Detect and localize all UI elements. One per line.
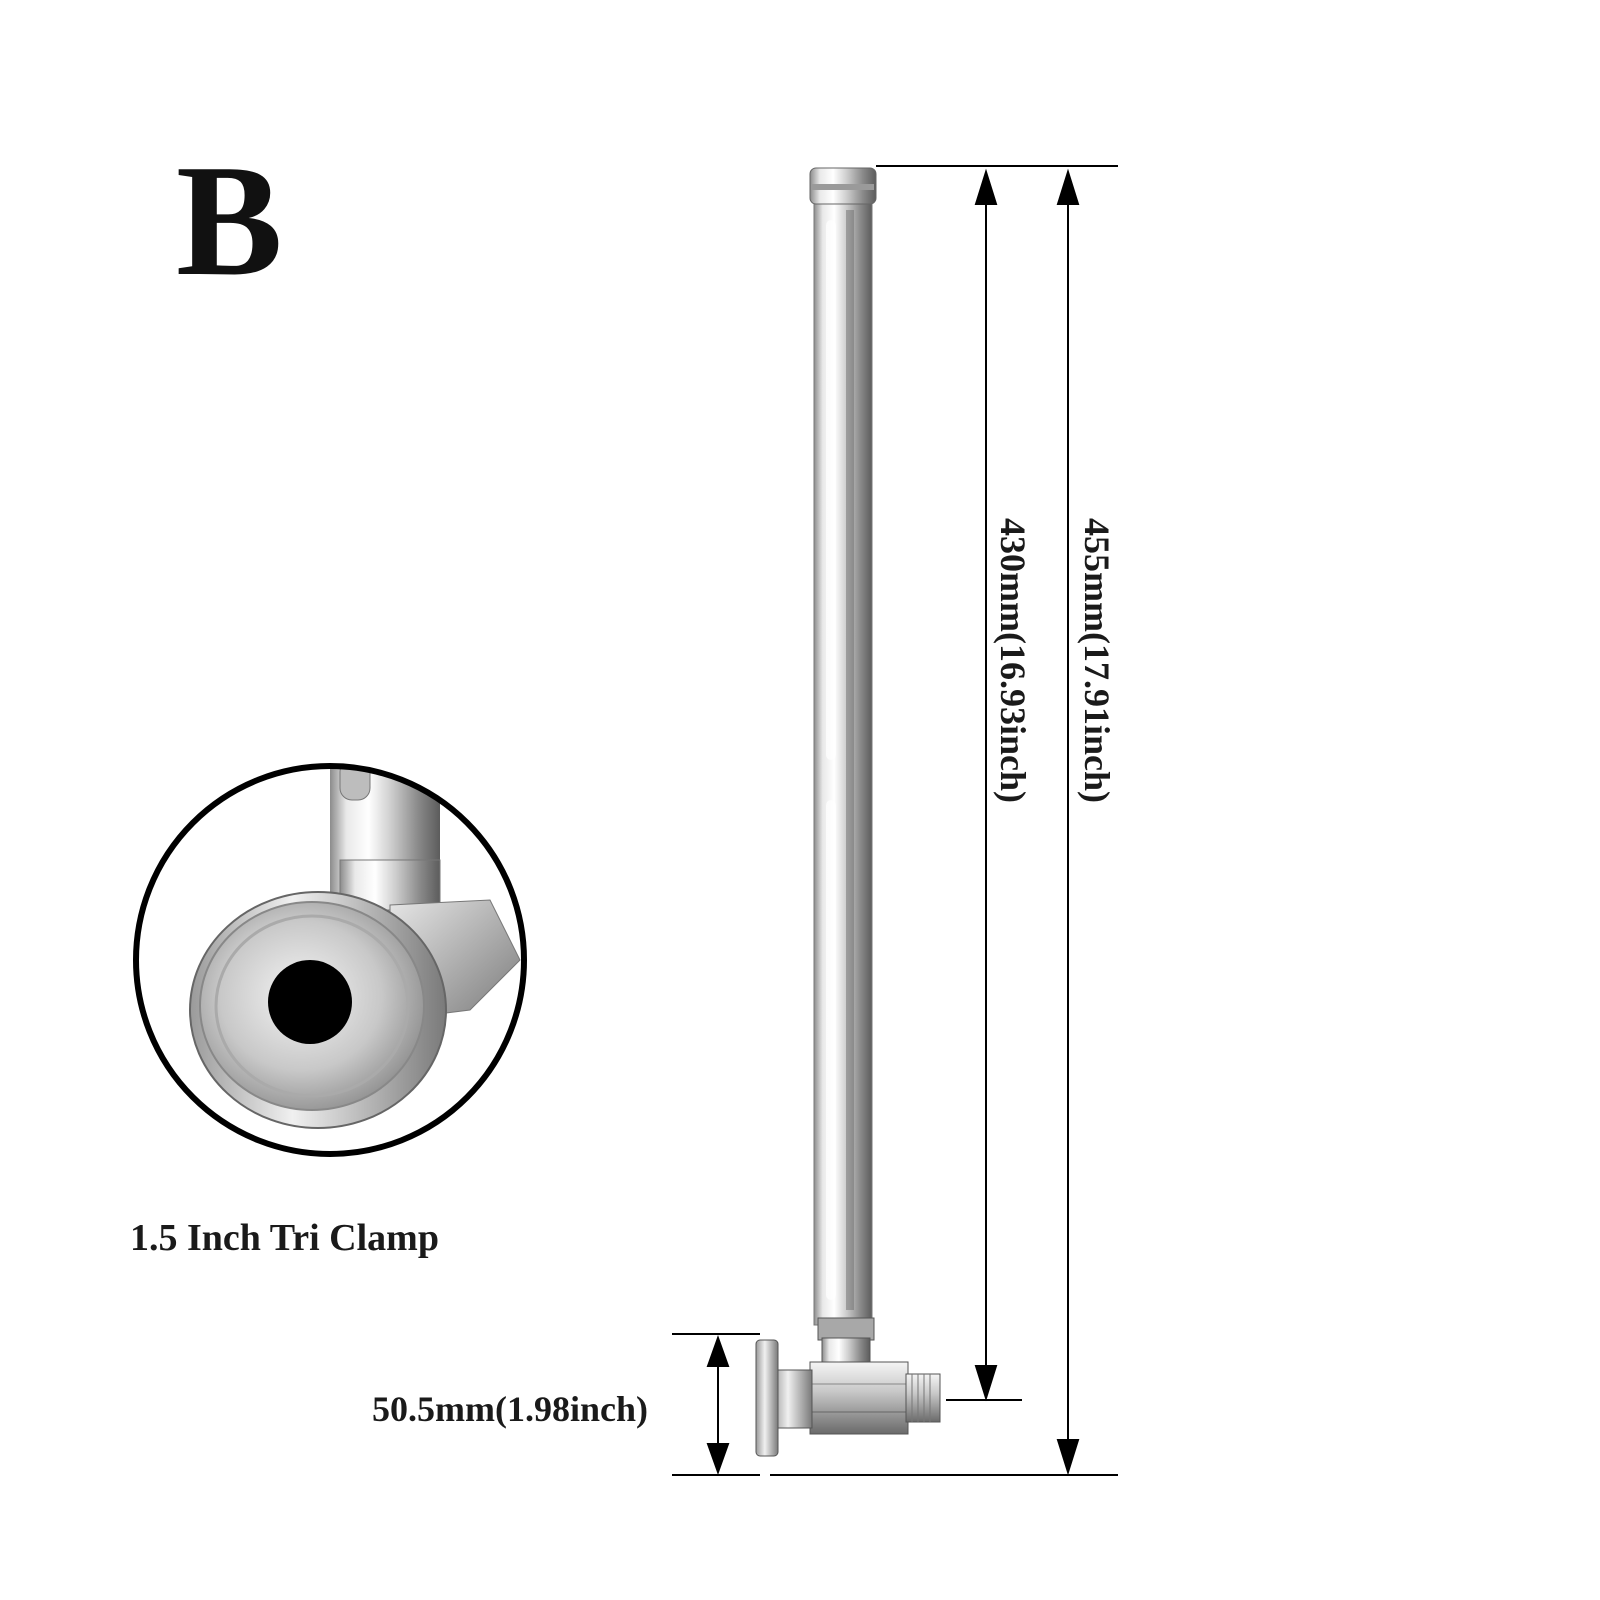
sight-glass-tube (809, 167, 877, 1363)
flange-width-dimension: 50.5mm(1.98inch) (372, 1389, 648, 1429)
inner-length-dimension: 430mm(16.93inch) (993, 518, 1033, 803)
tri-clamp-fitting (755, 1339, 941, 1457)
total-length-dimension: 455mm(17.91inch) (1077, 518, 1117, 803)
variant-label: B (176, 131, 283, 309)
dimension-lines (672, 165, 1118, 1476)
tri-clamp-detail-circle (133, 763, 527, 1157)
detail-caption: 1.5 Inch Tri Clamp (130, 1217, 439, 1259)
